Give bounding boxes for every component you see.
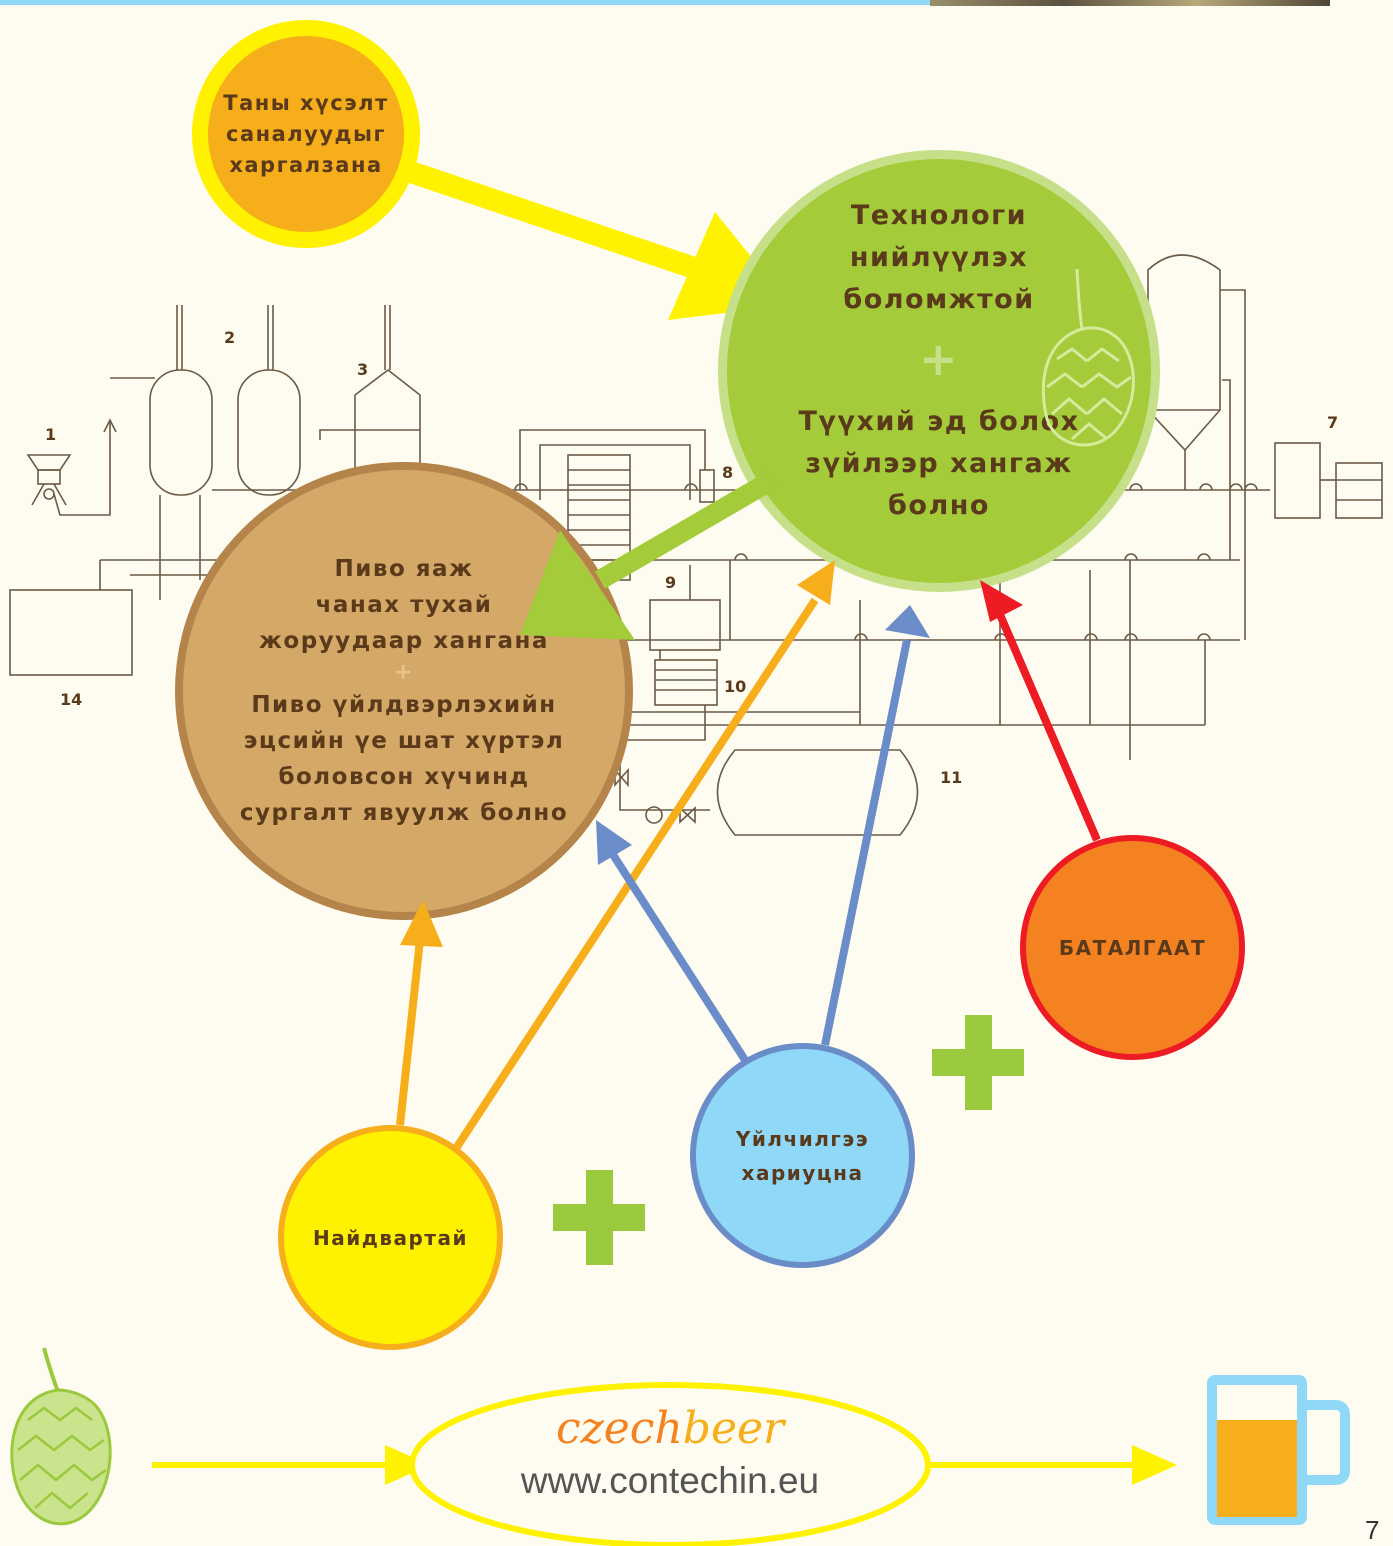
recipes-line-3: жоруудаар хангана — [259, 628, 549, 654]
recipes-line-1: Пиво яаж — [334, 556, 474, 582]
wishes-line-3: харгалзана — [229, 152, 383, 177]
recipes-line-2: чанах тухай — [315, 592, 493, 618]
recipes-line-5: эцсийн үе шат хүртэл — [243, 728, 565, 754]
top-border — [0, 0, 930, 5]
tech-line-5: зүйлээр хангаж — [805, 448, 1073, 479]
tech-line-6: болно — [888, 490, 990, 521]
plus-sign-right — [932, 1015, 1024, 1110]
recipes-line-6: боловсон хүчинд — [278, 764, 530, 790]
label-8: 8 — [722, 463, 733, 482]
label-9: 9 — [665, 573, 676, 592]
tech-line-2: нийлүүлэх — [849, 242, 1029, 273]
plus-sign-left — [553, 1170, 645, 1265]
label-7: 7 — [1327, 413, 1338, 432]
reliable-label: Найдвартай — [313, 1225, 468, 1250]
brand-beer: beer — [682, 1403, 785, 1454]
node-wishes: Таны хүсэлт саналуудыг харгалзана — [192, 20, 420, 248]
wishes-line-1: Таны хүсэлт — [223, 90, 389, 115]
recipes-plus: + — [394, 660, 414, 685]
node-reliable: Найдвартай — [278, 1125, 503, 1350]
tech-line-4: Түүхий эд болох — [798, 406, 1080, 437]
recipes-line-4: Пиво үйлдвэрлэхийн — [251, 692, 557, 718]
label-11: 11 — [940, 768, 962, 787]
label-10: 10 — [724, 677, 746, 696]
page-number: 7 — [1365, 1515, 1380, 1545]
top-photo-strip — [930, 0, 1330, 6]
hop-watermark-icon — [1041, 269, 1135, 447]
label-2: 2 — [224, 328, 235, 347]
guaranteed-label: БАТАЛГААТ — [1058, 935, 1207, 960]
label-1: 1 — [45, 425, 56, 444]
recipes-line-7: сургалт явуулж болно — [239, 800, 569, 826]
label-14: 14 — [60, 690, 82, 709]
node-recipes: Пиво яаж чанах тухай жоруудаар хангана +… — [175, 462, 633, 920]
node-guaranteed: БАТАЛГААТ — [1020, 835, 1245, 1060]
website-link[interactable]: www.contechin.eu — [520, 1460, 820, 1501]
brand-logo: czechbeer — [500, 1405, 840, 1453]
tech-line-3: боломжтой — [843, 284, 1035, 315]
tech-plus: + — [918, 332, 960, 386]
brand-czech: czech — [555, 1403, 683, 1454]
tech-line-1: Технологи — [850, 200, 1028, 231]
node-service: Үйлчилгээ хариуцна — [690, 1043, 915, 1268]
label-3: 3 — [357, 360, 368, 379]
wishes-line-2: саналуудыг — [226, 121, 386, 146]
service-line-1: Үйлчилгээ — [735, 1126, 870, 1151]
node-technology: Технологи нийлүүлэх боломжтой + Түүхий э… — [718, 150, 1160, 592]
service-line-2: хариуцна — [741, 1160, 864, 1185]
